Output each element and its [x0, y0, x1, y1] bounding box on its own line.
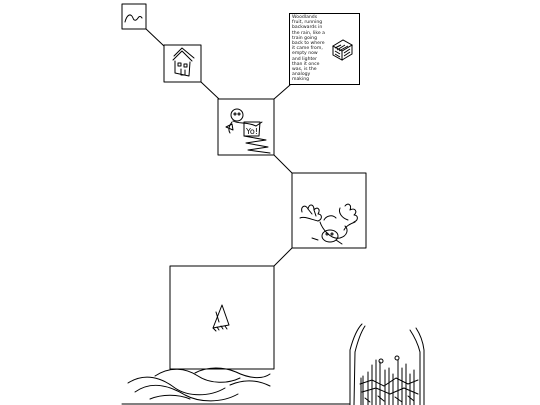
- svg-text:Yo!: Yo!: [245, 127, 258, 136]
- ghost-figure-icon: Yo!: [225, 108, 271, 154]
- city-arch-doodle: [349, 323, 425, 405]
- frame-4[interactable]: Yo!: [217, 98, 275, 156]
- wave-glyph-icon: [124, 14, 143, 23]
- frame-6[interactable]: [169, 265, 275, 370]
- scribble-cube-icon: [332, 39, 353, 61]
- cottage-icon: [172, 47, 195, 77]
- frame-2[interactable]: [163, 44, 202, 83]
- antlered-creature-icon: [299, 203, 358, 245]
- triangle-sketch-icon: [212, 304, 230, 332]
- connector-lines: [144, 27, 293, 267]
- note-card[interactable]: Woodlands fruit, running backwards in th…: [289, 13, 360, 85]
- note-card-text: Woodlands fruit, running backwards in th…: [292, 15, 325, 83]
- frame-1[interactable]: [121, 3, 147, 30]
- frame-5[interactable]: [291, 172, 367, 249]
- rolling-hills-doodle: [121, 367, 351, 405]
